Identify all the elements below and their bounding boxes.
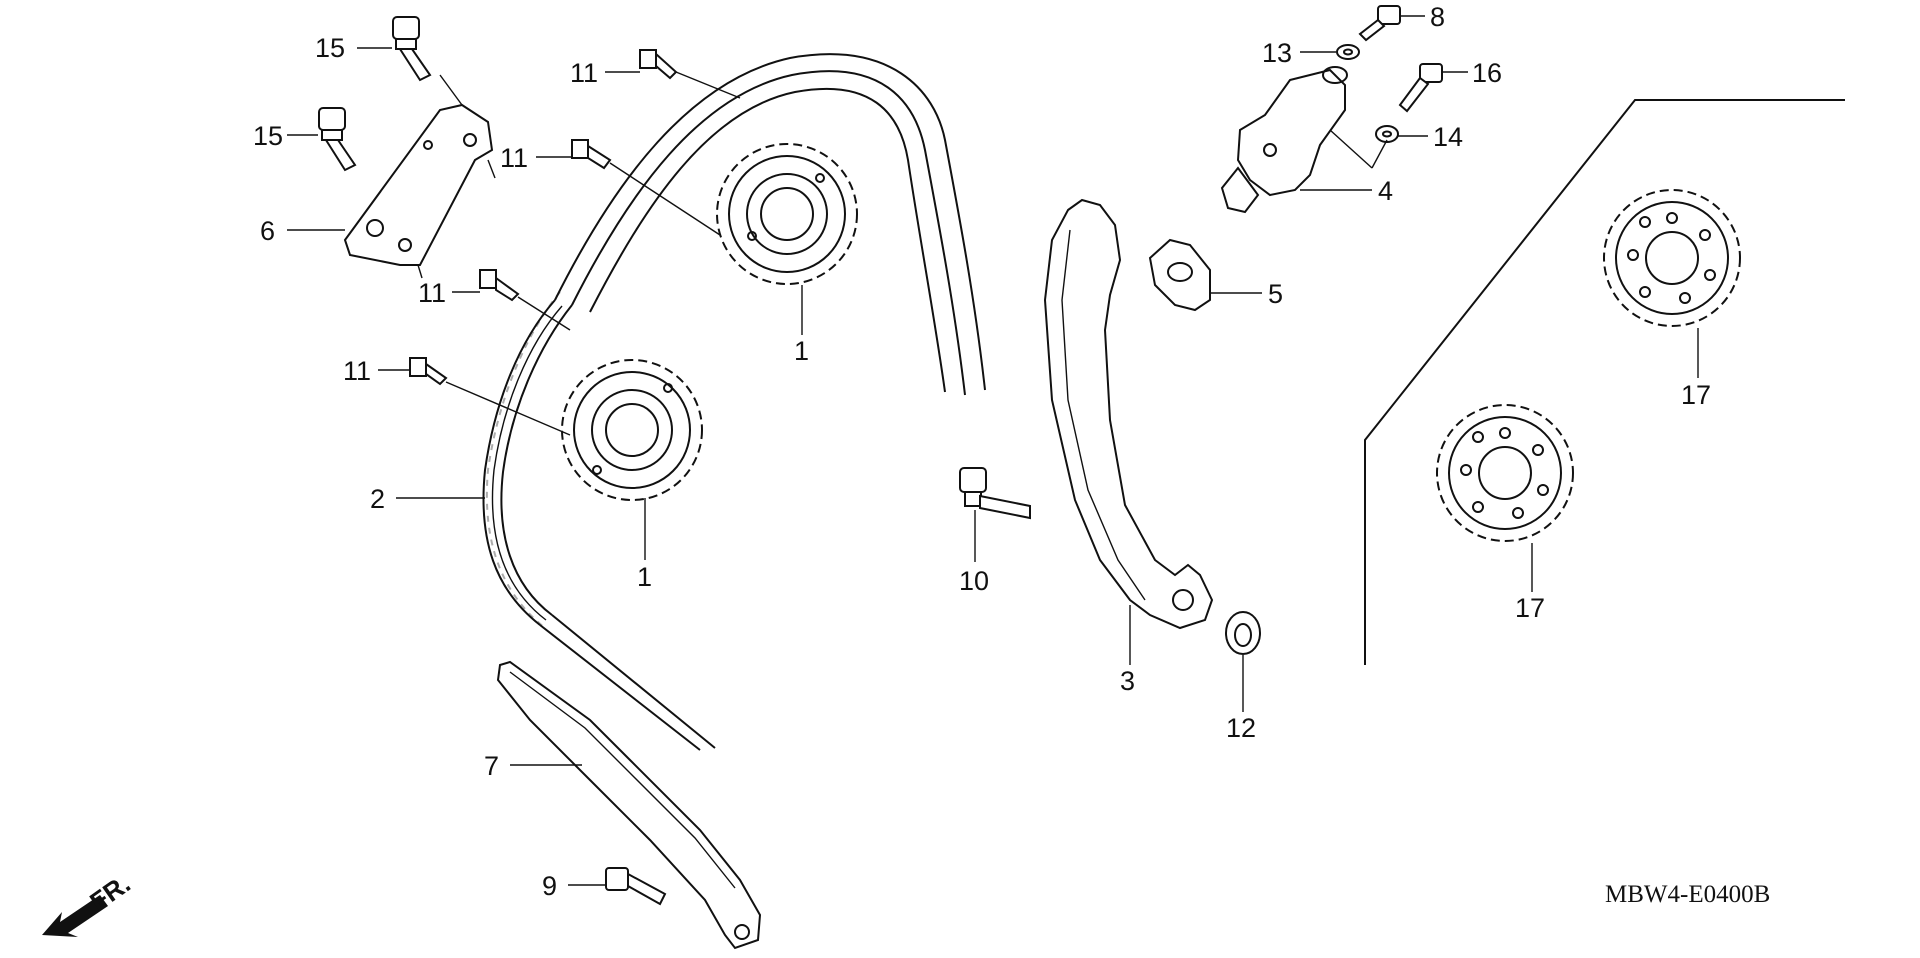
washer-12 bbox=[1225, 611, 1261, 655]
callout-labels: 15 15 6 11 11 11 11 2 1 1 7 9 10 3 12 5 … bbox=[253, 2, 1711, 901]
callout-4: 4 bbox=[1378, 176, 1393, 206]
callout-11-c: 11 bbox=[418, 278, 446, 308]
callout-17-upper: 17 bbox=[1681, 380, 1711, 410]
callout-2: 2 bbox=[370, 484, 385, 514]
callout-17-lower: 17 bbox=[1515, 593, 1545, 623]
callout-7: 7 bbox=[484, 751, 499, 781]
bolt-15-lower bbox=[318, 107, 357, 172]
cam-chain-guide-bracket bbox=[343, 74, 496, 279]
callout-12: 12 bbox=[1226, 713, 1256, 743]
callout-11-d: 11 bbox=[343, 356, 371, 386]
inset-frame bbox=[1364, 99, 1845, 665]
bolt-11-b bbox=[571, 139, 612, 170]
callout-1-upper: 1 bbox=[794, 336, 809, 366]
bolt-15-upper bbox=[392, 16, 432, 82]
callout-5: 5 bbox=[1268, 279, 1283, 309]
callout-11-a: 11 bbox=[570, 58, 598, 88]
bolt-11-c bbox=[479, 269, 520, 302]
cam-sprocket-upper bbox=[716, 143, 858, 285]
cam-chain bbox=[482, 53, 986, 751]
washer-13 bbox=[1336, 44, 1360, 60]
callout-13: 13 bbox=[1262, 38, 1292, 68]
cam-chain-links bbox=[485, 291, 561, 629]
cam-chain-guide bbox=[496, 660, 762, 950]
tensioner-gasket bbox=[1148, 238, 1211, 312]
washer-14 bbox=[1375, 125, 1399, 143]
bolt-11-a bbox=[639, 49, 678, 80]
bolt-8 bbox=[1358, 5, 1401, 42]
callout-15-upper: 15 bbox=[315, 33, 345, 63]
callout-14: 14 bbox=[1433, 122, 1463, 152]
callout-1-lower: 1 bbox=[637, 562, 652, 592]
sprocket-17-lower bbox=[1436, 404, 1574, 542]
diagram-code: MBW4-E0400B bbox=[1605, 881, 1770, 908]
front-direction-arrow bbox=[42, 895, 108, 937]
callout-16: 16 bbox=[1472, 58, 1502, 88]
bolt-10 bbox=[959, 467, 1031, 520]
bolt-9 bbox=[605, 867, 667, 906]
callout-8: 8 bbox=[1430, 2, 1445, 32]
cam-chain-tensioner-lifter bbox=[1220, 66, 1348, 214]
callout-15-lower: 15 bbox=[253, 121, 283, 151]
callout-10: 10 bbox=[959, 566, 989, 596]
bolt-11-d bbox=[409, 357, 448, 386]
callout-6: 6 bbox=[260, 216, 275, 246]
callout-3: 3 bbox=[1120, 666, 1135, 696]
leader-lines bbox=[287, 15, 1699, 886]
sprocket-17-upper bbox=[1603, 189, 1741, 327]
callout-11-b: 11 bbox=[500, 143, 528, 173]
bolt-16 bbox=[1398, 63, 1443, 113]
callout-9: 9 bbox=[542, 871, 557, 901]
cam-chain-tensioner-arm bbox=[1043, 198, 1214, 630]
cam-sprocket-lower bbox=[561, 359, 703, 501]
